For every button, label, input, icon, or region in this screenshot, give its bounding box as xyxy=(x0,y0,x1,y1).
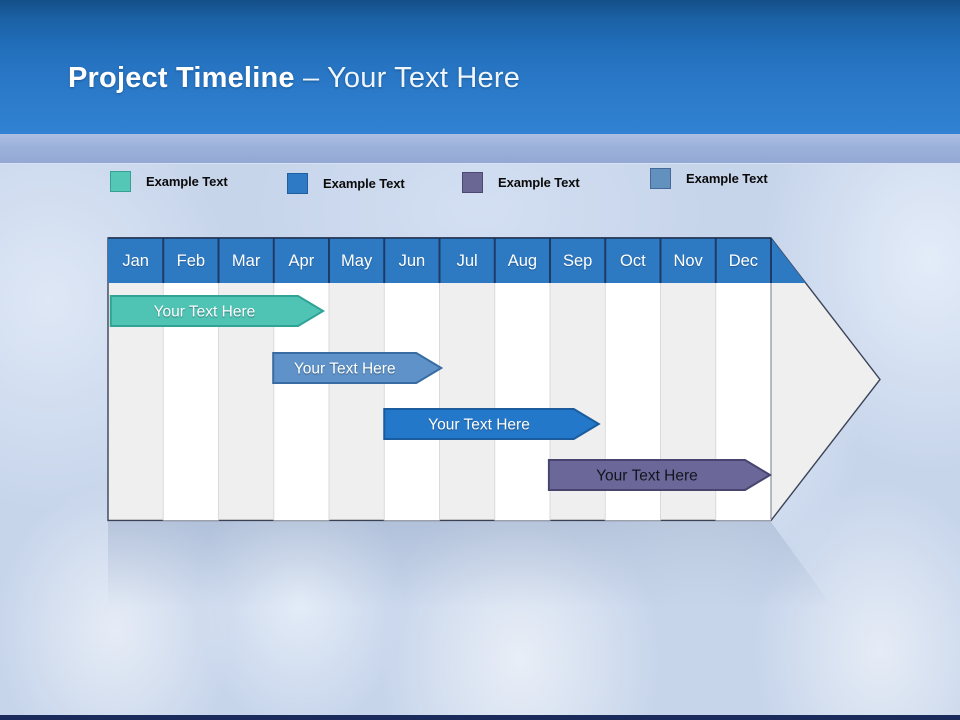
page-title-bold: Project Timeline xyxy=(68,62,295,94)
legend-label: Example Text xyxy=(686,171,768,186)
month-label: Jun xyxy=(399,252,426,270)
timeline-bar-label: Your Text Here xyxy=(428,417,530,434)
timeline-bar-label: Your Text Here xyxy=(596,468,698,485)
month-label: Nov xyxy=(673,252,703,270)
timeline-bar xyxy=(272,352,444,384)
month-label: Feb xyxy=(177,252,205,270)
month-label: Aug xyxy=(508,252,537,270)
legend-item: Example Text xyxy=(462,172,580,193)
month-label: May xyxy=(341,252,373,270)
legend-label: Example Text xyxy=(323,176,405,191)
legend-swatch xyxy=(462,172,483,193)
month-column-stripe xyxy=(494,283,550,521)
page-title-subtitle: – Your Text Here xyxy=(302,62,521,94)
timeline-bar xyxy=(547,459,772,491)
timeline-bar-label: Your Text Here xyxy=(154,304,256,321)
timeline-bar xyxy=(383,408,601,440)
legend-label: Example Text xyxy=(146,174,228,189)
month-header-band xyxy=(108,238,806,283)
month-label: Jan xyxy=(122,252,149,270)
legend-swatch xyxy=(650,168,671,189)
month-label: Apr xyxy=(289,252,315,270)
month-label: Dec xyxy=(729,252,758,270)
legend-label: Example Text xyxy=(498,175,580,190)
table-reflection xyxy=(108,522,832,606)
legend-swatch xyxy=(287,173,308,194)
legend-swatch xyxy=(110,171,131,192)
month-label: Mar xyxy=(232,252,261,270)
bottom-border-strip xyxy=(0,715,960,720)
timeline-bar-label: Your Text Here xyxy=(294,361,396,378)
table-reflection-shape xyxy=(108,522,832,606)
legend-item: Example Text xyxy=(287,173,405,194)
month-label: Oct xyxy=(620,252,646,270)
month-label: Sep xyxy=(563,252,592,270)
timeline-bar xyxy=(109,295,326,327)
header-accent-strip xyxy=(0,134,960,164)
month-header-row: Jan Feb Mar Apr May Jun Jul Aug Sep Oct Nov Dec xyxy=(108,237,806,283)
title-bar: Project Timeline – Your Text Here xyxy=(0,0,960,134)
month-column-stripe xyxy=(384,283,440,521)
page-title: Project Timeline – Your Text Here xyxy=(68,62,928,95)
legend-item: Example Text xyxy=(110,171,228,192)
legend-item: Example Text xyxy=(650,168,768,189)
month-label: Jul xyxy=(457,252,478,270)
